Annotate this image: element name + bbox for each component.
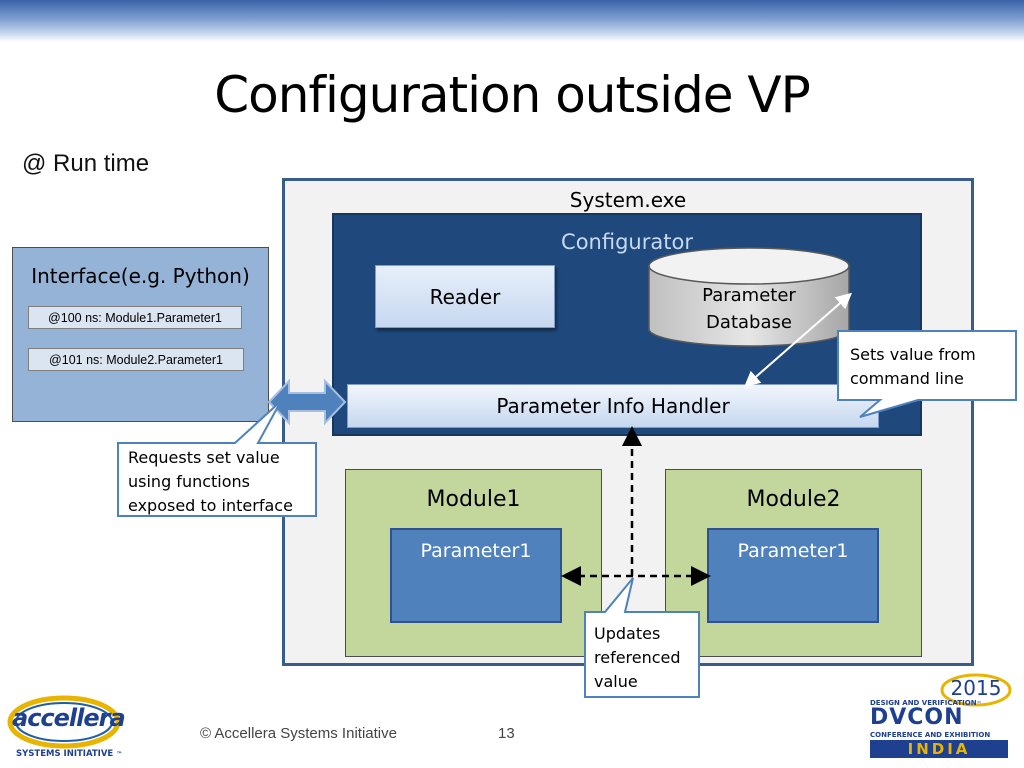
slide-title: Configuration outside VP bbox=[214, 66, 811, 124]
interface-box bbox=[12, 247, 269, 422]
sets-value-text: Sets value from command line bbox=[850, 345, 976, 388]
dvcon-logo: 2015 DESIGN AND VERIFICATION™ DVCON CONF… bbox=[866, 672, 1018, 764]
parameter-database-label: Parameter Database bbox=[702, 285, 796, 333]
updates-text: Updates referenced value bbox=[594, 624, 681, 691]
system-exe-label: System.exe bbox=[569, 188, 687, 212]
reader-box: Reader bbox=[375, 265, 555, 328]
reader-label: Reader bbox=[429, 284, 501, 309]
module1-parameter-label: Parameter1 bbox=[420, 540, 532, 562]
module2-label: Module2 bbox=[746, 487, 841, 512]
module2-parameter-label: Parameter1 bbox=[737, 540, 849, 562]
top-banner bbox=[0, 0, 1024, 42]
interface-request-2: @101 ns: Module2.Parameter1 bbox=[28, 348, 244, 371]
page-number: 13 bbox=[498, 725, 515, 742]
module1-label: Module1 bbox=[426, 487, 521, 512]
accellera-logo: accellera SYSTEMS INITIATIVE ™ bbox=[6, 694, 126, 764]
slide-subtitle: @ Run time bbox=[22, 150, 150, 177]
copyright-text: © Accellera Systems Initiative bbox=[200, 725, 397, 742]
interface-request-1: @100 ns: Module1.Parameter1 bbox=[28, 306, 242, 329]
parameter-info-handler-box: Parameter Info Handler bbox=[347, 384, 879, 428]
requests-text: Requests set value using functions expos… bbox=[128, 448, 293, 515]
interface-label: Interface(e.g. Python) bbox=[31, 264, 250, 288]
configurator-label: Configurator bbox=[561, 230, 693, 254]
module2-parameter-box bbox=[707, 528, 879, 623]
module1-parameter-box bbox=[390, 528, 562, 623]
parameter-info-handler-label: Parameter Info Handler bbox=[496, 394, 730, 418]
